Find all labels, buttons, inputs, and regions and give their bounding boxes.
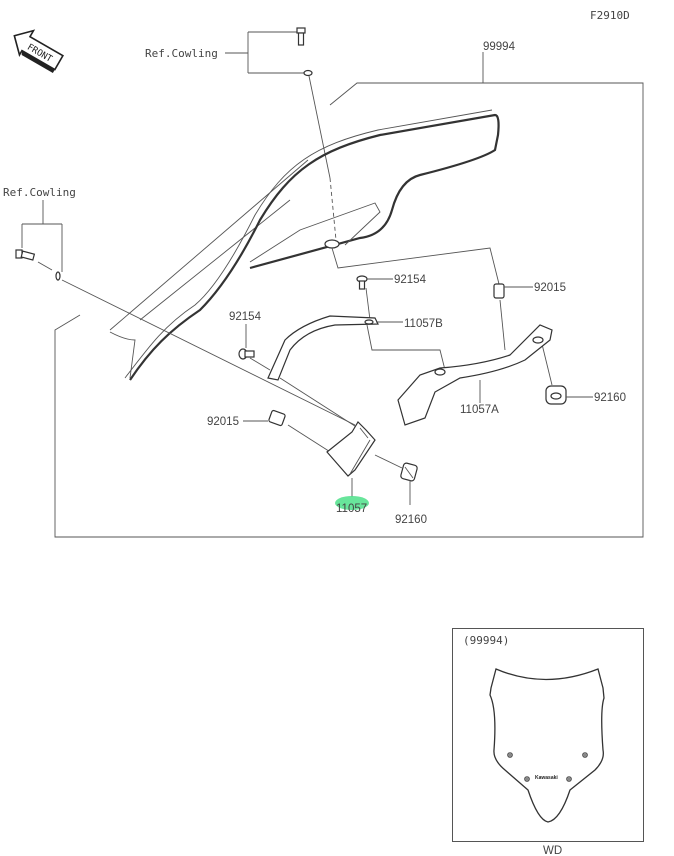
screw-left-icon: [15, 249, 356, 426]
part-92160-right[interactable]: 92160: [545, 385, 626, 405]
ref-cowling-top-callout[interactable]: Ref.Cowling: [145, 31, 305, 74]
part-92160-lower-label[interactable]: 92160: [395, 514, 427, 526]
part-92015-left-label[interactable]: 92015: [207, 416, 239, 428]
highlight-marker: [335, 496, 369, 510]
figure-code: F2910D: [590, 9, 630, 22]
part-92160-right-label[interactable]: 92160: [594, 392, 626, 404]
assembly-frame: [54, 82, 644, 538]
part-11057B-label[interactable]: 11057B: [404, 318, 443, 330]
part-92015-right-label[interactable]: 92015: [534, 282, 566, 294]
windshield-side-view[interactable]: [109, 109, 500, 381]
inset-caption: WD: [543, 845, 562, 856]
part-92154-left[interactable]: 92154: [229, 311, 262, 360]
ref-cowling-top-label[interactable]: Ref.Cowling: [145, 47, 218, 60]
inset-title: (99994): [463, 634, 509, 647]
ref-cowling-left-callout[interactable]: Ref.Cowling: [3, 186, 76, 272]
screw-top-icon: [296, 27, 337, 241]
part-11057-label[interactable]: 11057: [336, 503, 367, 515]
front-arrow-icon: FRONT: [13, 29, 64, 74]
part-92015-left[interactable]: 92015: [207, 409, 286, 428]
inset-windshield-front-view: (99994) Kawasaki WD: [452, 628, 644, 856]
ref-cowling-left-label[interactable]: Ref.Cowling: [3, 186, 76, 199]
part-11057[interactable]: 11057: [326, 421, 376, 515]
part-11057A[interactable]: 11057A: [397, 324, 553, 426]
part-92154-left-label[interactable]: 92154: [229, 311, 262, 323]
part-92160-lower[interactable]: 92160: [395, 462, 427, 526]
part-92154-upper[interactable]: 92154: [356, 274, 427, 290]
part-92015-right[interactable]: 92015: [493, 282, 566, 299]
part-92154-upper-label[interactable]: 92154: [394, 274, 427, 286]
part-11057A-label[interactable]: 11057A: [460, 404, 499, 416]
part-99994-label[interactable]: 99994: [483, 41, 516, 53]
part-11057B[interactable]: 11057B: [267, 315, 443, 381]
kawasaki-logo: Kawasaki: [535, 775, 558, 781]
